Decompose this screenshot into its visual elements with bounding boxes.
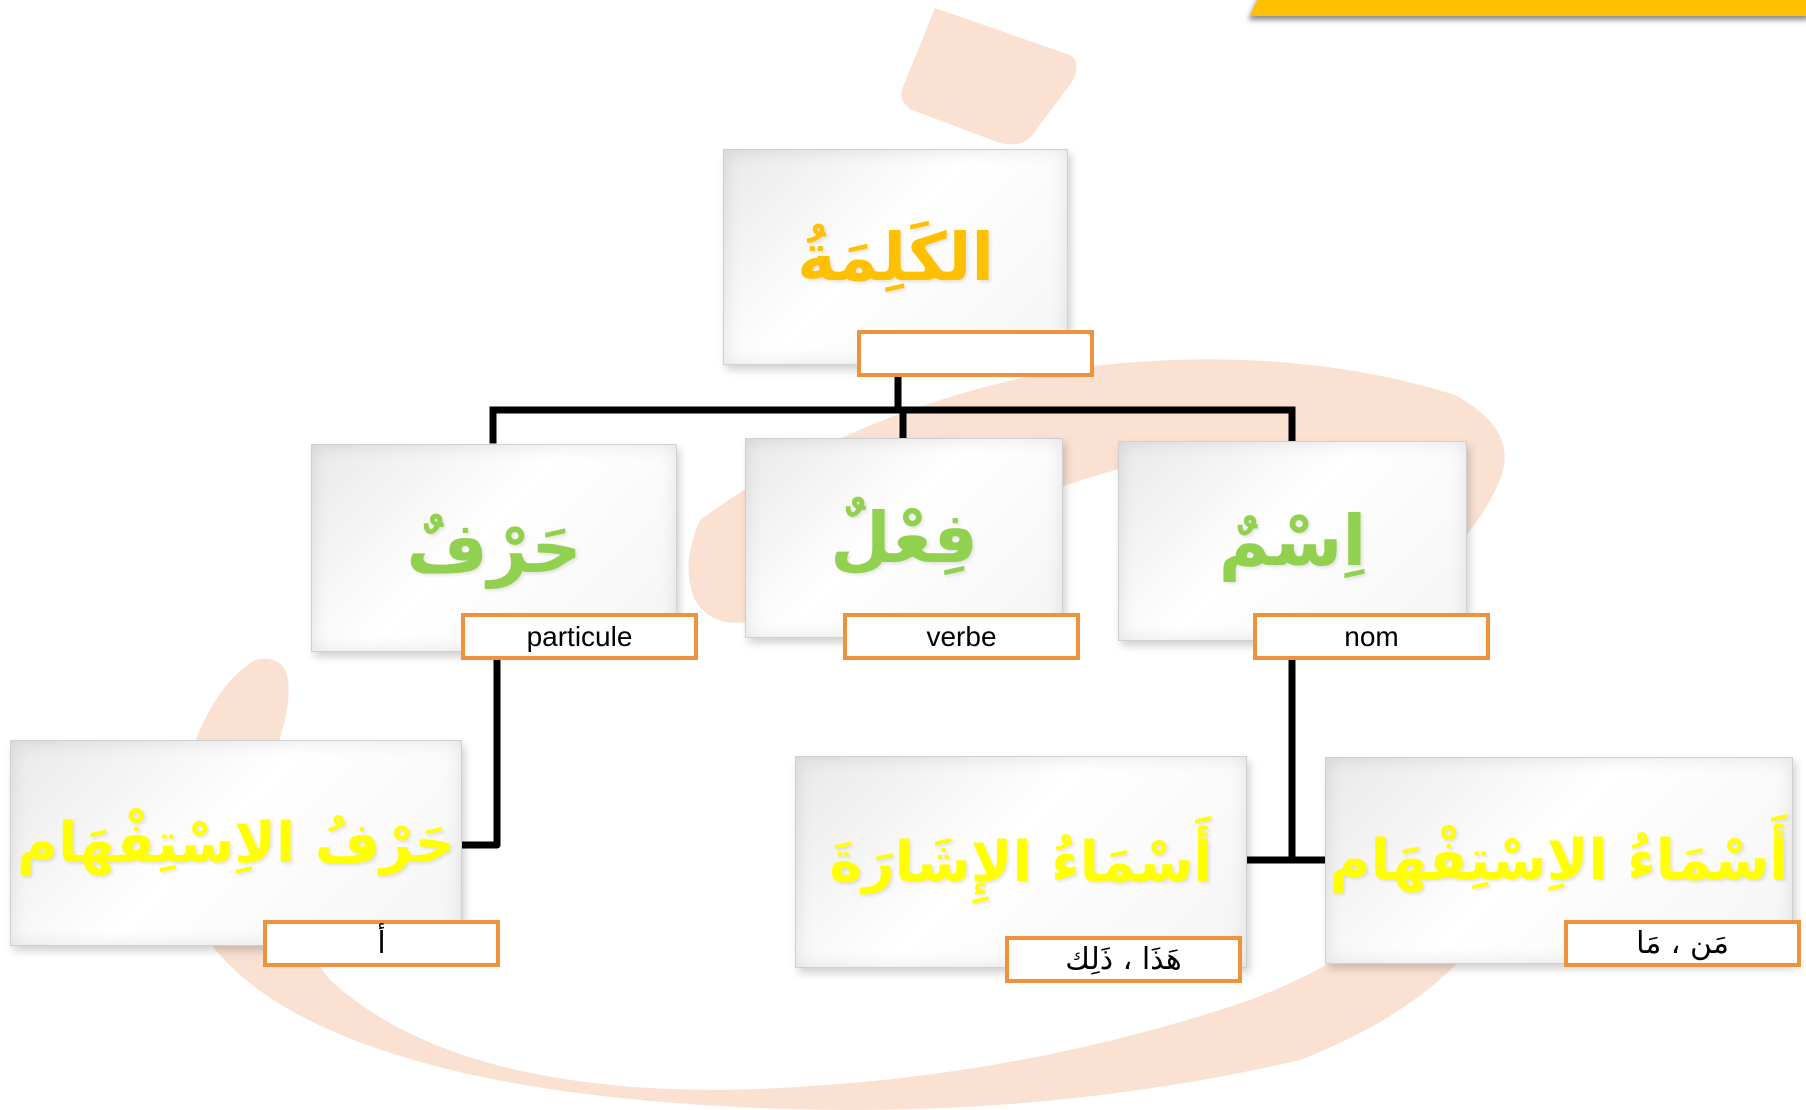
ism-word: اِسْمٌ — [1218, 500, 1367, 582]
asma-ishara-example-box: هَذَا ، ذَلِك — [1005, 936, 1242, 983]
ism-translation-box: nom — [1253, 613, 1490, 660]
asma-ishara-node: أَسْمَاءُ الإِشَارَةَ — [795, 756, 1247, 968]
harf-istifham-node: حَرْفُ الاِسْتِفْهَام — [10, 740, 462, 946]
root-translation-box — [857, 330, 1094, 377]
asma-istifham-example-box: مَن ، مَا — [1564, 920, 1801, 967]
harf-word: حَرْفٌ — [406, 507, 582, 589]
harf-istifham-example-box: أ — [263, 920, 500, 967]
root-word: الكَلِمَةُ — [796, 218, 994, 296]
harf-translation-box: particule — [461, 613, 698, 660]
asma-ishara-word: أَسْمَاءُ الإِشَارَةَ — [829, 829, 1213, 895]
fil-translation-box: verbe — [843, 613, 1080, 660]
fil-node: فِعْلٌ — [745, 438, 1063, 638]
fil-word: فِعْلٌ — [830, 497, 978, 579]
asma-istifham-word: أَسْمَاءُ الاِسْتِفْهَام — [1329, 828, 1789, 893]
watermark-dot — [901, 8, 1077, 145]
harf-istifham-word: حَرْفُ الاِسْتِفْهَام — [17, 810, 455, 876]
root-node: الكَلِمَةُ — [723, 149, 1068, 365]
ism-node: اِسْمٌ — [1118, 441, 1467, 641]
connector-harf-down — [458, 656, 501, 849]
